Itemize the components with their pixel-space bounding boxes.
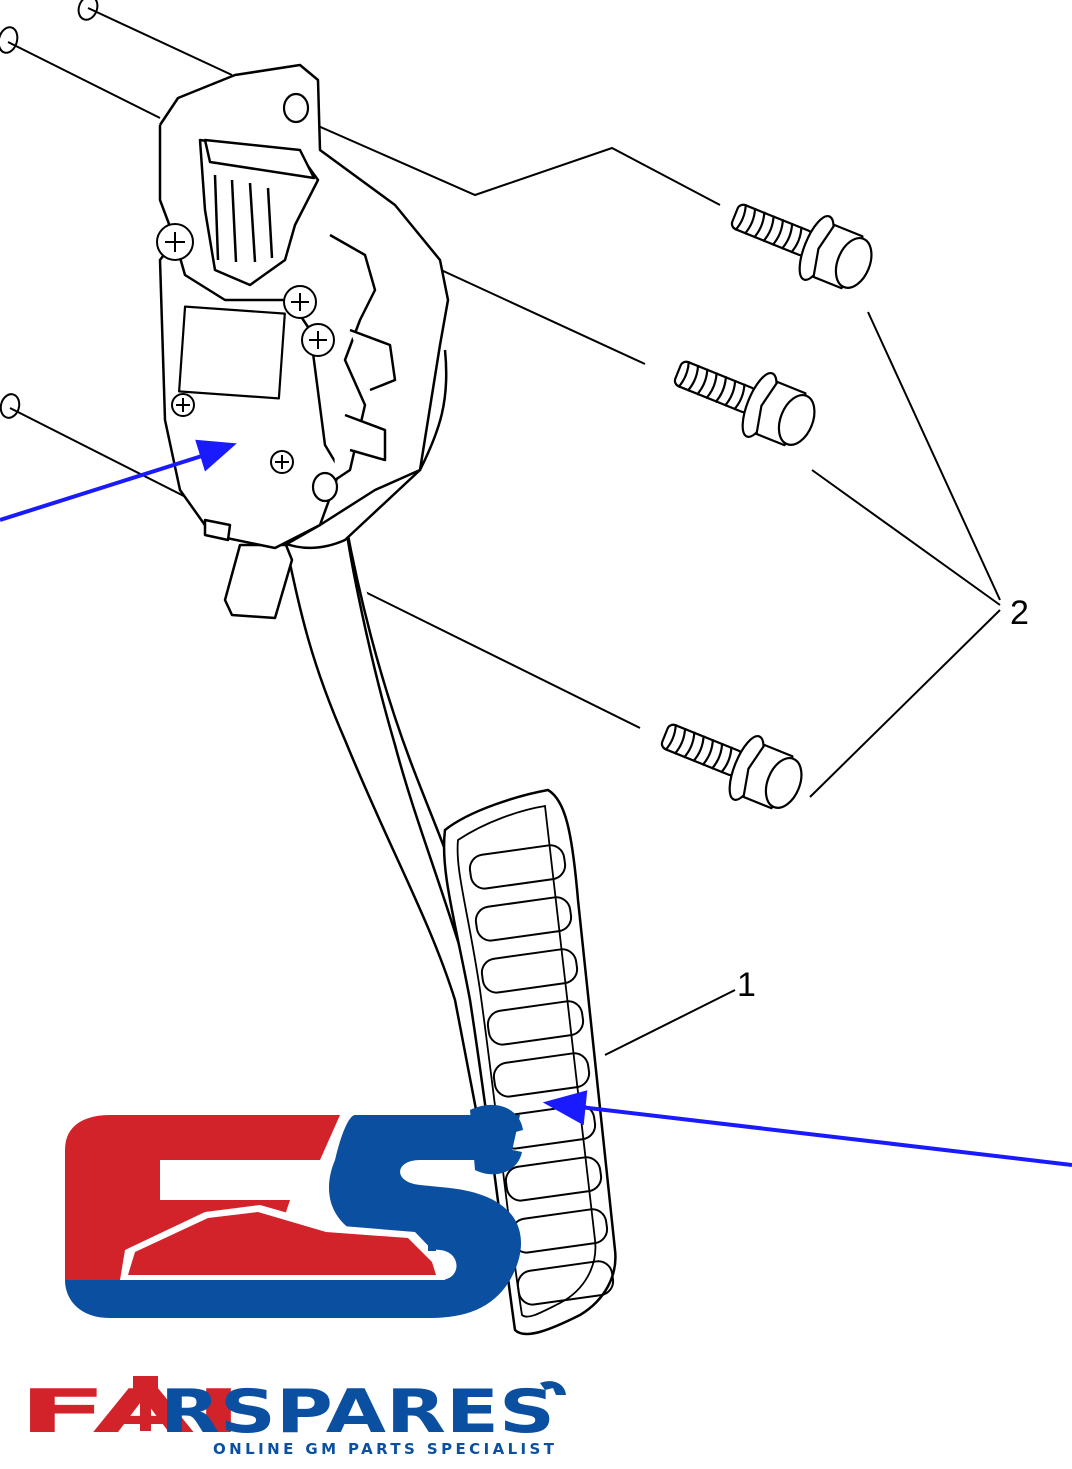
pad-rib: [492, 1052, 591, 1098]
bolt-icon: [730, 203, 873, 290]
fs-monogram-logo: [65, 1104, 523, 1318]
bolts-group: [660, 203, 873, 810]
screw-icon: [156, 223, 194, 261]
housing-screws: [156, 223, 335, 474]
arrow-to-housing: [0, 453, 206, 522]
pedal-pad: [442, 788, 617, 1336]
wrench-icon: [540, 1381, 566, 1395]
svg-text:RSPARES: RSPARES: [160, 1377, 555, 1447]
screw-icon: [283, 285, 317, 319]
pad-rib: [480, 948, 579, 994]
screw-icon: [270, 450, 294, 474]
pad-rib: [504, 1156, 603, 1202]
callout-leaders: [604, 311, 1001, 1056]
bolt-icon: [660, 723, 803, 810]
callout-2: 2: [1010, 594, 1029, 632]
svg-text:FAI: FAI: [18, 1377, 243, 1447]
wrench-icon: [470, 1104, 523, 1175]
pad-rib: [468, 844, 567, 890]
pad-rib: [516, 1260, 615, 1306]
bolt-icon: [673, 360, 816, 447]
pedal-pad-ribs: [468, 844, 615, 1306]
annotation-arrows: [0, 439, 1072, 1167]
callout-1: 1: [737, 966, 756, 1004]
screw-icon: [301, 323, 335, 357]
fairspares-wordmark: FAI RSPARES ONLINE GM PARTS SPECIALIST: [18, 1376, 566, 1458]
pad-rib: [486, 1000, 585, 1046]
fairspares-tagline: ONLINE GM PARTS SPECIALIST: [213, 1440, 558, 1458]
wrench-icon: [133, 1376, 158, 1431]
screw-icon: [171, 393, 195, 417]
car-silhouette-icon: [120, 1205, 445, 1280]
pad-rib: [474, 896, 573, 942]
arrow-to-pad: [579, 1105, 1072, 1167]
